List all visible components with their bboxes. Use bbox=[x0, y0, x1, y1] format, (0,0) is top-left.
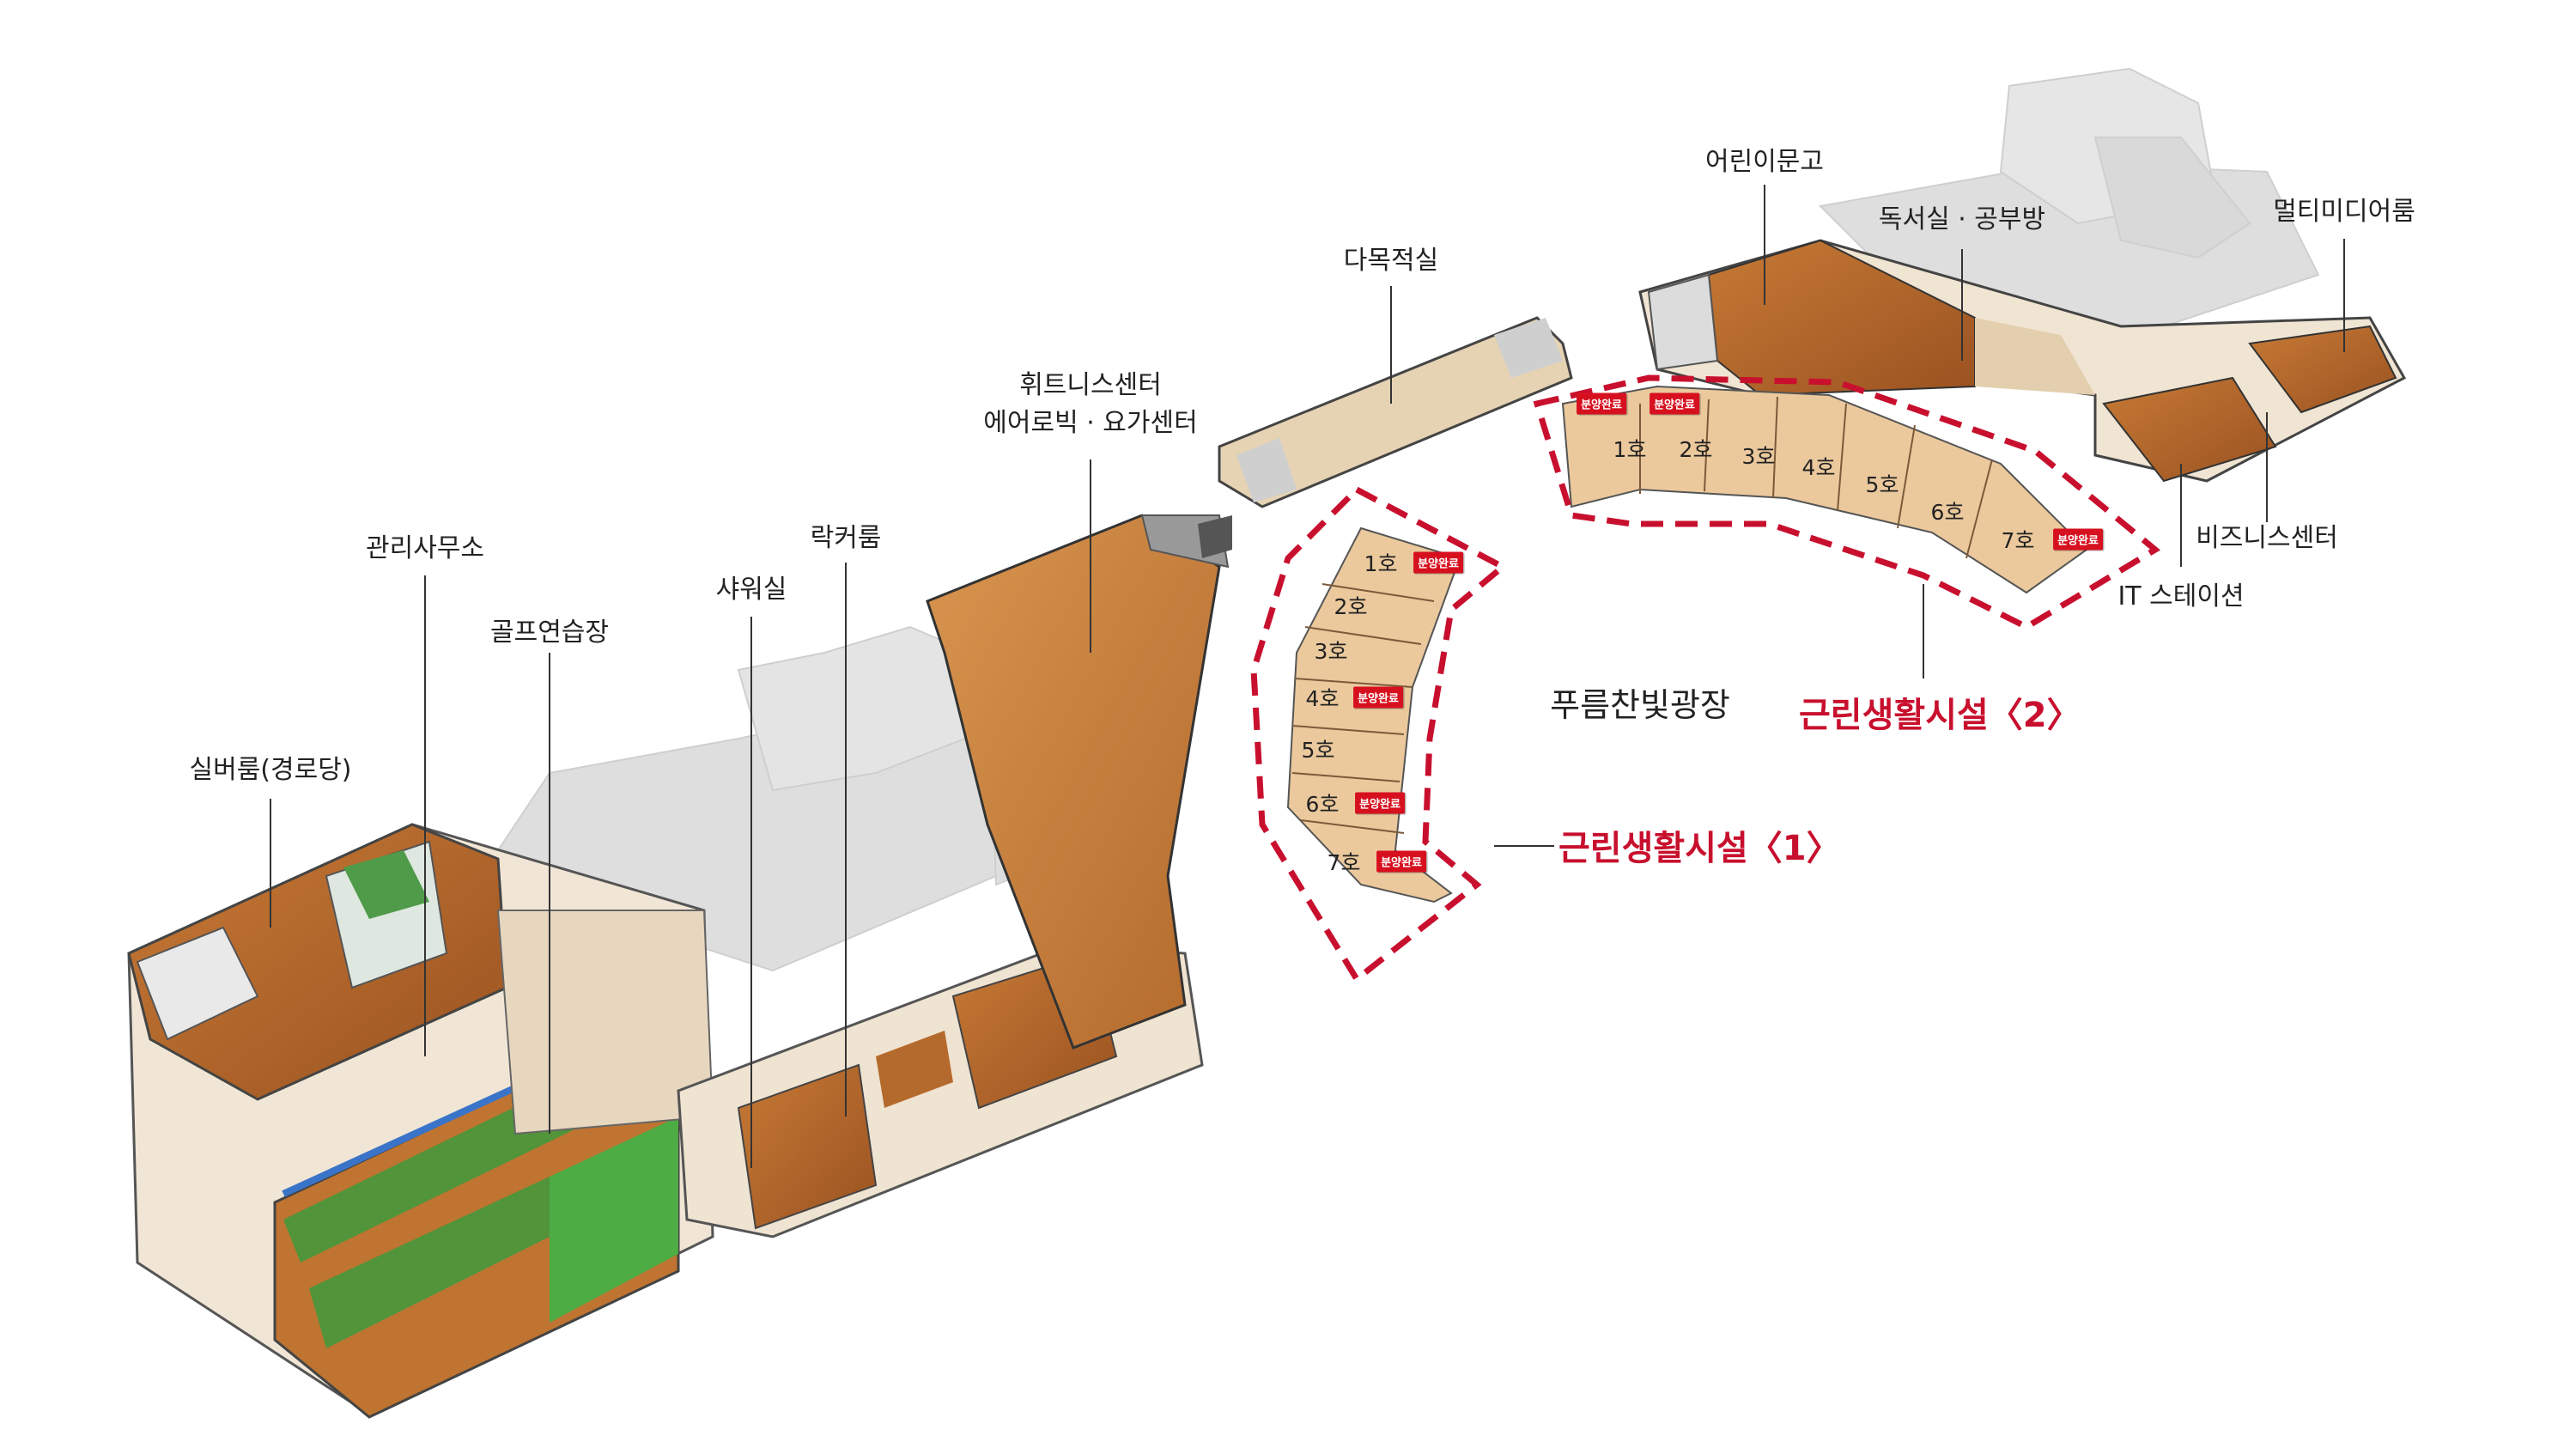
facility-1-unit-3: 3호 bbox=[1314, 639, 1348, 664]
facility-1-unit-2: 2호 bbox=[1334, 594, 1368, 619]
left-wing-floor bbox=[127, 823, 714, 1419]
facility-2-unit-7-sold-badge: 분양완료 bbox=[2053, 528, 2103, 551]
facility-2-unit-6: 6호 bbox=[1930, 500, 1965, 525]
right-wing-floor bbox=[1638, 239, 2407, 483]
facility-1-unit-7: 7호 bbox=[1327, 850, 1361, 875]
facility-2-unit-1: 1호 bbox=[1613, 437, 1647, 462]
label-central-plaza: 푸름찬빛광장 bbox=[1550, 686, 1730, 724]
label-aerobics-yoga: 에어로빅 · 요가센터 bbox=[983, 408, 1198, 438]
facility-2-title: 근린생활시설〈2〉 bbox=[1799, 696, 2081, 735]
label-locker-room: 락커룸 bbox=[810, 523, 882, 553]
facility-1-unit-5: 5호 bbox=[1301, 738, 1335, 763]
facility-2-unit-3: 3호 bbox=[1741, 444, 1776, 469]
facility-2-unit-2-sold-badge: 분양완료 bbox=[1649, 392, 1699, 415]
facility-2-unit-1-sold-badge: 분양완료 bbox=[1577, 392, 1626, 415]
facility-1-outline bbox=[1250, 485, 1509, 984]
facility-2-shops bbox=[1561, 385, 2088, 594]
facility-1-unit-6: 6호 bbox=[1305, 792, 1340, 817]
label-business-center: 비즈니스센터 bbox=[2196, 523, 2338, 553]
facility-2-unit-5: 5호 bbox=[1865, 472, 1899, 497]
facility-1-unit-4-sold-badge: 분양완료 bbox=[1353, 686, 1403, 709]
facility-1-shops bbox=[1286, 526, 1461, 904]
facility-2-outline bbox=[1533, 374, 2161, 630]
label-children-library: 어린이문고 bbox=[1705, 147, 1824, 177]
facility-2-unit-2: 2호 bbox=[1679, 437, 1713, 462]
facility-1-title: 근린생활시설〈1〉 bbox=[1558, 829, 1841, 868]
facility-2-unit-4: 4호 bbox=[1801, 455, 1836, 480]
label-fitness-center: 휘트니스센터 bbox=[1019, 370, 1162, 400]
label-multipurpose-room: 다목적실 bbox=[1343, 246, 1439, 276]
label-shower-room: 샤워실 bbox=[715, 575, 787, 605]
facility-1-unit-4: 4호 bbox=[1305, 686, 1340, 711]
leader-lines bbox=[270, 185, 2345, 1168]
facility-1-unit-7-sold-badge: 분양완료 bbox=[1376, 850, 1426, 873]
multipurpose-room-floor bbox=[1218, 316, 1573, 508]
label-reading-study-room: 독서실 · 공부방 bbox=[1878, 204, 2046, 234]
label-management-office: 관리사무소 bbox=[366, 533, 484, 563]
facility-1-unit-1-sold-badge: 분양완료 bbox=[1413, 551, 1463, 574]
label-golf-range: 골프연습장 bbox=[490, 618, 609, 648]
label-senior-room: 실버룸(경로당) bbox=[189, 755, 352, 785]
facility-1-unit-1: 1호 bbox=[1364, 551, 1398, 576]
label-it-station: IT 스테이션 bbox=[2117, 581, 2245, 611]
fitness-center-floor bbox=[926, 514, 1232, 1050]
label-multimedia-room: 멀티미디어룸 bbox=[2273, 197, 2415, 227]
facility-2-unit-7: 7호 bbox=[2001, 528, 2035, 553]
facility-1-unit-6-sold-badge: 분양완료 bbox=[1355, 792, 1405, 814]
